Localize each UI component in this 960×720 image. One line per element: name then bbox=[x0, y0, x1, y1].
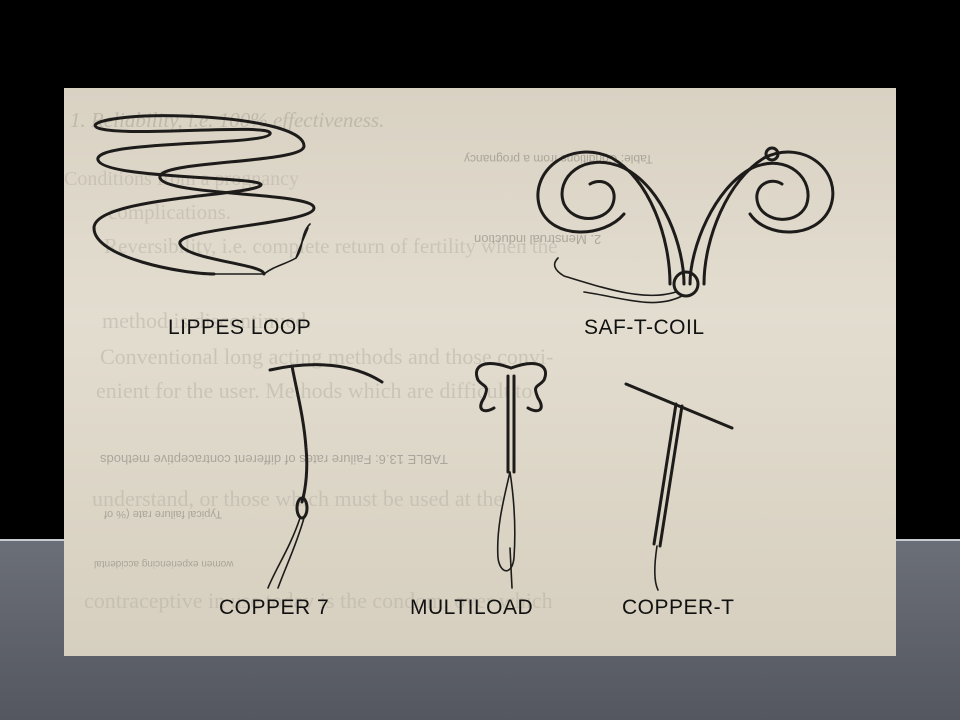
copper-7-drawing bbox=[267, 363, 384, 589]
copper-t-drawing bbox=[624, 382, 734, 591]
copper-7-label: COPPER 7 bbox=[219, 596, 330, 619]
multiload-label: MULTILOAD bbox=[410, 596, 534, 619]
bg-text-line: contraceptive in use today is the condom… bbox=[84, 588, 553, 613]
lippes-loop-drawing bbox=[92, 114, 316, 276]
scanned-page: 1. Reliability, i.e. 100% effectiveness.… bbox=[64, 88, 896, 656]
copper-t-label: COPPER-T bbox=[622, 596, 735, 619]
lippes-loop-label: LIPPES LOOP bbox=[168, 316, 312, 339]
bg-text-line: complications. bbox=[108, 200, 232, 224]
multiload-drawing bbox=[475, 362, 547, 589]
saf-t-coil-label: SAF-T-COIL bbox=[584, 316, 705, 339]
bg-text-line: Conditions from a prognancy bbox=[64, 168, 299, 190]
bg-text-line: method is discontinued. bbox=[102, 308, 312, 333]
bg-text-line: enient for the user. Methods which are d… bbox=[96, 378, 533, 403]
saf-t-coil-drawing bbox=[536, 146, 835, 304]
iud-illustrations bbox=[92, 114, 835, 591]
